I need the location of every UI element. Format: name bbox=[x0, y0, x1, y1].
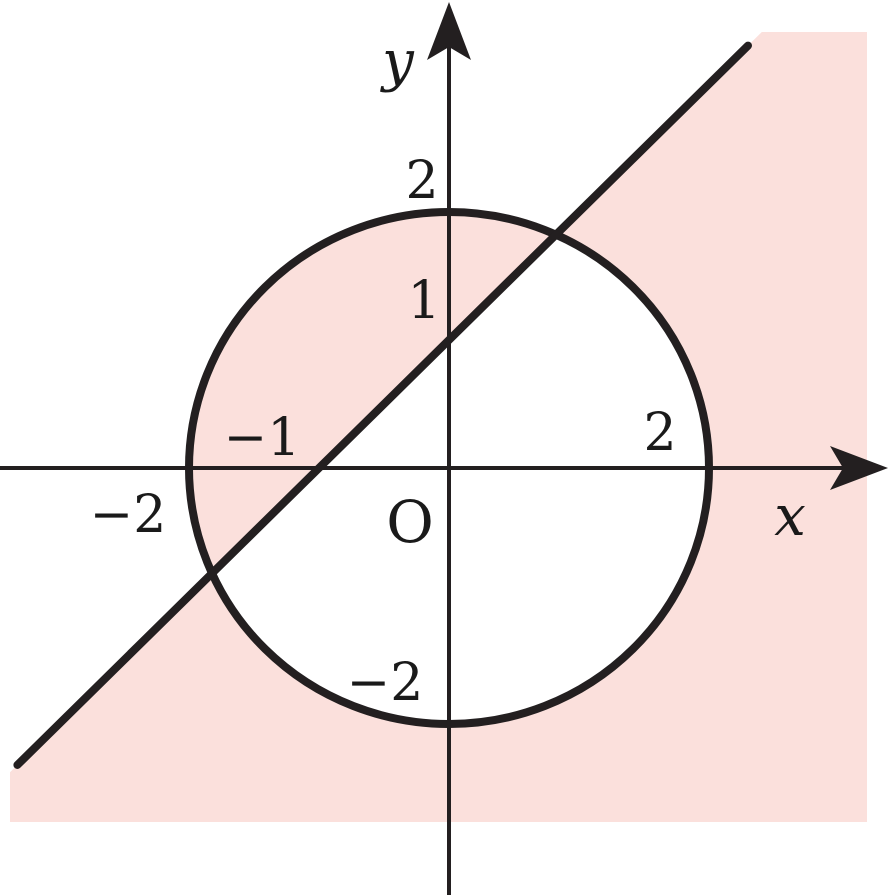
x-axis-arrow bbox=[830, 446, 888, 490]
origin-label: O bbox=[386, 488, 434, 556]
line-curve bbox=[13, 41, 752, 769]
circle-curve bbox=[185, 208, 713, 728]
y-axis-label: y bbox=[379, 29, 415, 94]
y-axis-arrow bbox=[427, 2, 471, 60]
y-tick-label-1: 1 bbox=[407, 271, 440, 331]
shaded-region bbox=[10, 32, 867, 822]
x-axis-label: x bbox=[774, 484, 806, 549]
x-intercept-label: −1 bbox=[224, 408, 301, 468]
y-tick-label-2: 2 bbox=[405, 151, 438, 211]
x-tick-label-neg2: −2 bbox=[90, 485, 167, 545]
y-tick-label-neg2: −2 bbox=[347, 653, 424, 713]
x-tick-label-2: 2 bbox=[643, 403, 676, 463]
